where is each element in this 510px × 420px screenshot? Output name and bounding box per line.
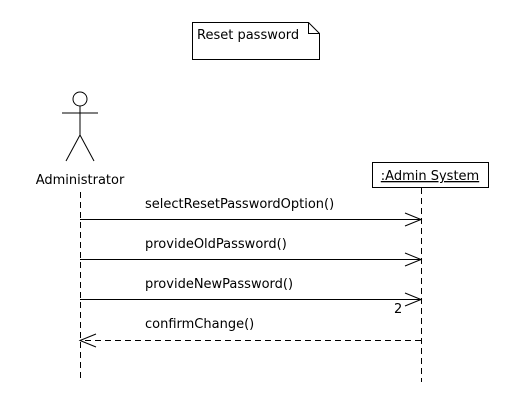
actor-name: Administrator xyxy=(36,173,125,188)
object-name: :Admin System xyxy=(381,169,479,184)
message-1: selectResetPasswordOption() xyxy=(80,197,423,227)
actor-right-leg xyxy=(79,134,95,162)
actor-head xyxy=(72,91,88,107)
note-fold xyxy=(308,22,320,34)
message-3: provideNewPassword() 2 xyxy=(80,277,423,317)
message-1-label: selectResetPasswordOption() xyxy=(145,197,334,212)
message-4-label: confirmChange() xyxy=(145,317,254,332)
object-admin-system: :Admin System xyxy=(372,162,489,382)
object-box xyxy=(372,162,489,188)
message-2-label: provideOldPassword() xyxy=(145,237,287,252)
message-2: provideOldPassword() xyxy=(80,237,423,267)
message-3-label: provideNewPassword() xyxy=(145,277,293,292)
note-text: Reset password xyxy=(197,28,299,43)
actor-left-leg xyxy=(65,134,81,162)
message-4-arrowhead xyxy=(78,333,97,348)
message-2-arrowhead xyxy=(404,252,423,267)
note: Reset password xyxy=(192,22,320,60)
message-3-arrowhead xyxy=(404,292,423,307)
message-4: confirmChange() xyxy=(78,317,421,348)
note-box xyxy=(192,22,320,60)
message-1-arrowhead xyxy=(404,212,423,227)
message-3-tag: 2 xyxy=(394,302,402,317)
actor-administrator: Administrator xyxy=(36,91,125,382)
